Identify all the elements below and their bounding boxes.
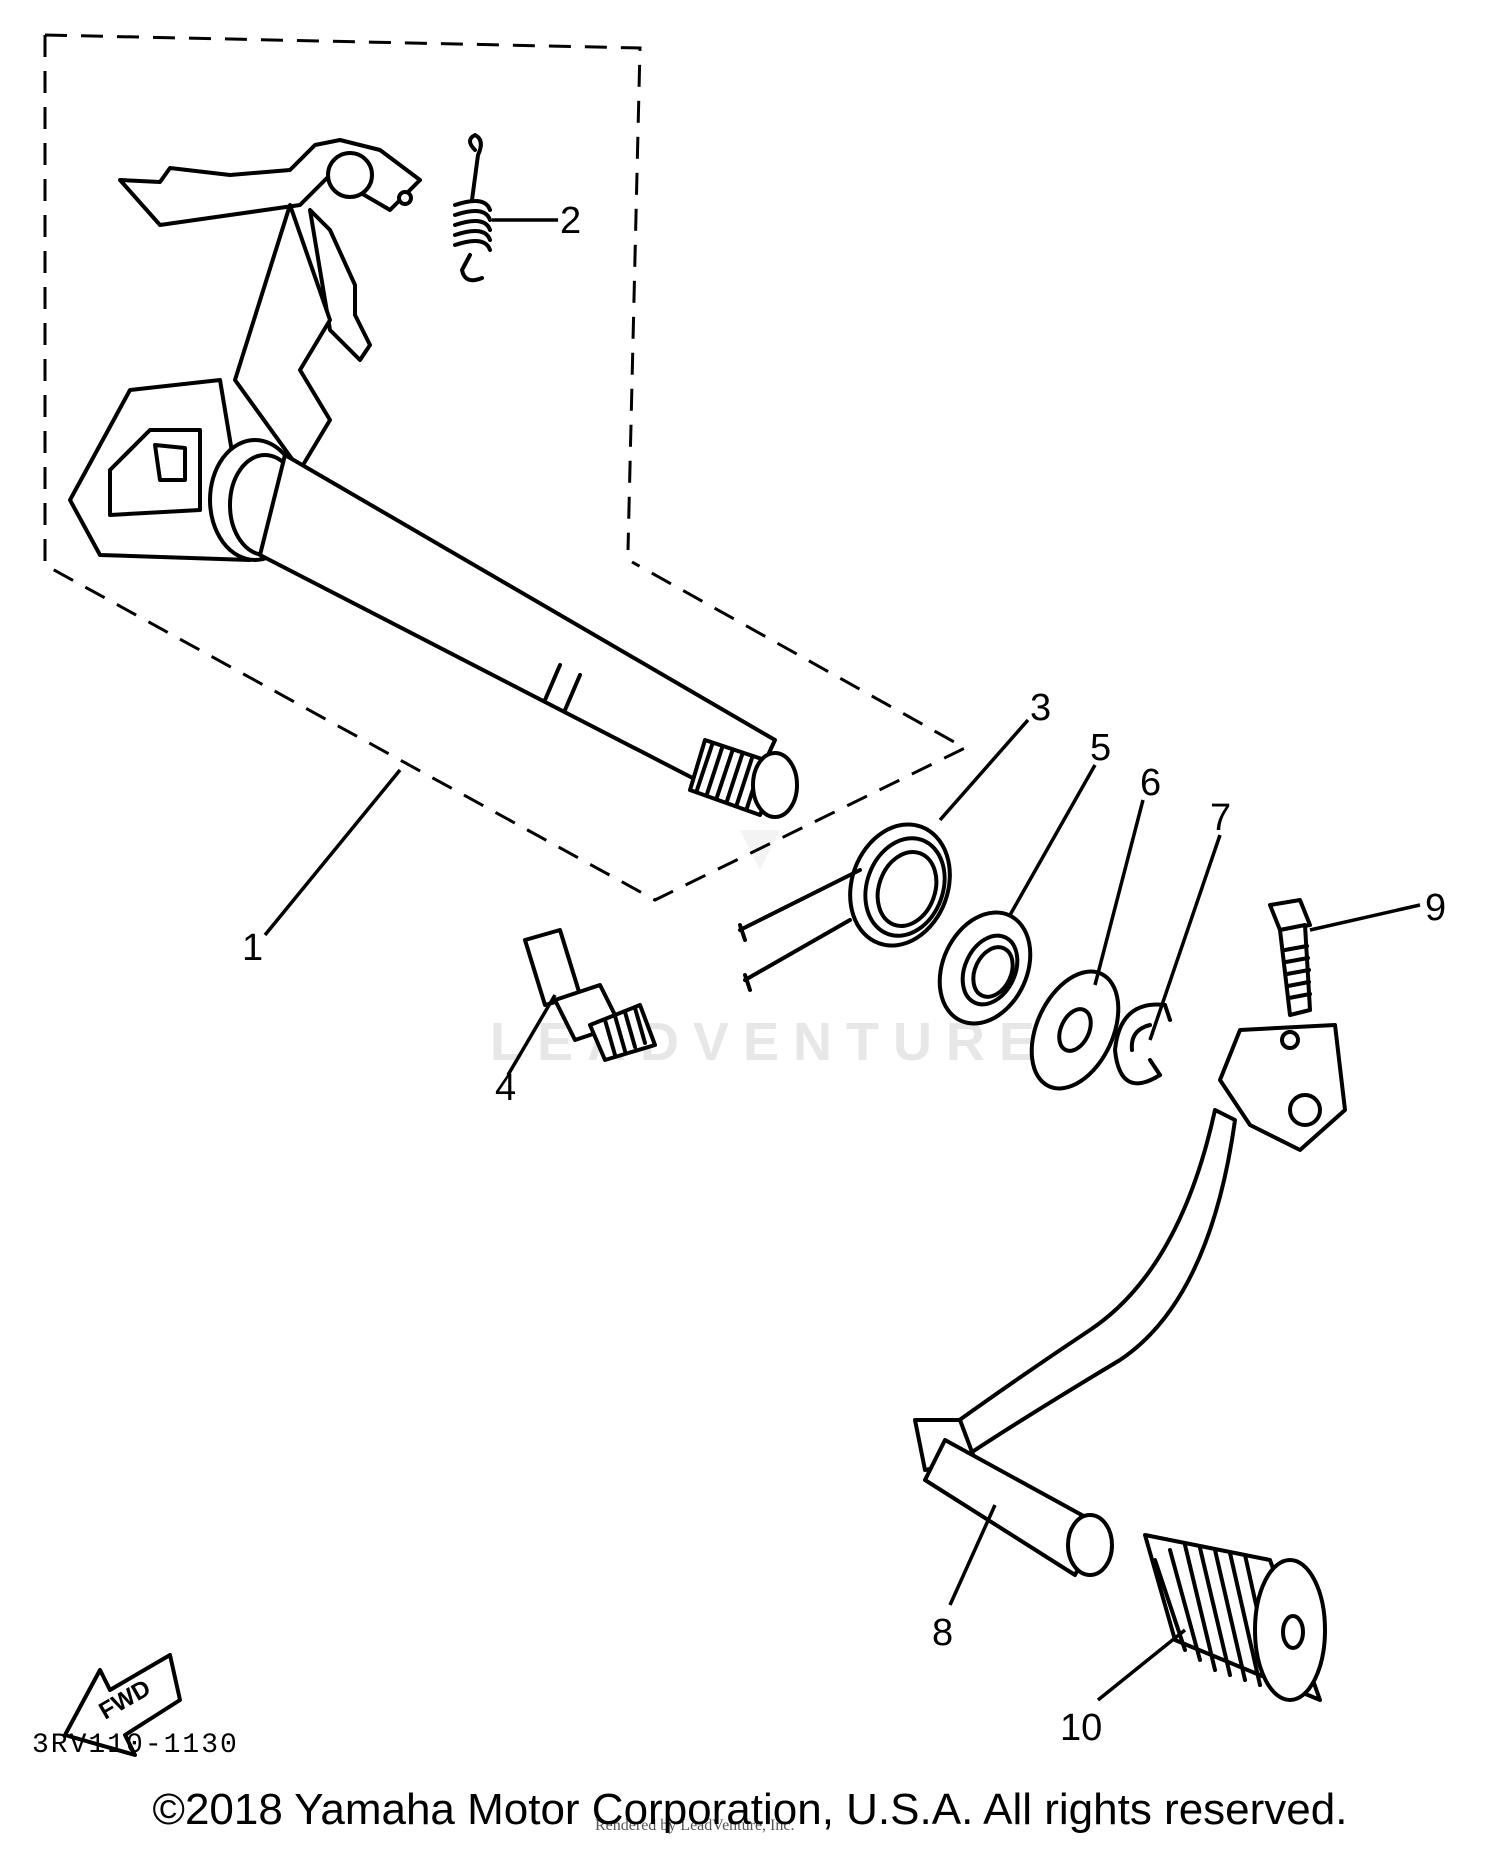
rendered-by-text: Rendered by LeadVenture, Inc.	[595, 1817, 794, 1834]
part-7-circlip	[1113, 1002, 1172, 1086]
leader-8	[948, 1504, 997, 1606]
leader-5	[1008, 764, 1097, 916]
callout-9: 9	[1425, 887, 1446, 929]
leader-10	[1096, 1628, 1187, 1702]
part-4-stud-bolt	[523, 928, 657, 1062]
callout-6: 6	[1140, 762, 1161, 804]
part-1-shift-shaft	[68, 138, 799, 819]
part-10-pedal-rubber	[1143, 1533, 1327, 1702]
part-5-oil-seal	[937, 910, 1033, 1026]
callout-2: 2	[560, 200, 581, 242]
assembly-boundary	[43, 33, 969, 902]
callout-10: 10	[1060, 1707, 1102, 1749]
callout-8: 8	[932, 1612, 953, 1654]
leader-1	[263, 768, 402, 937]
callout-7: 7	[1210, 797, 1231, 839]
leader-6	[1093, 799, 1145, 986]
forward-arrow-icon: FWD	[63, 1653, 182, 1757]
callout-1: 1	[242, 927, 263, 969]
leader-7	[1148, 834, 1222, 1041]
drawing-code: 3RV110-1130	[32, 1730, 239, 1761]
leader-4	[506, 994, 557, 1076]
part-6-washer	[1029, 969, 1121, 1091]
part-3-torsion-spring	[738, 822, 952, 992]
callout-4: 4	[495, 1067, 516, 1109]
part-2-spring	[453, 133, 492, 283]
callout-3: 3	[1030, 687, 1051, 729]
leader-9	[1309, 903, 1421, 932]
copyright-notice: ©2018 Yamaha Motor Corporation, U.S.A. A…	[152, 1785, 1348, 1834]
part-8-shift-pedal	[913, 1023, 1347, 1577]
part-9-bolt	[1268, 898, 1312, 1017]
leader-3	[938, 718, 1030, 822]
callout-5: 5	[1090, 727, 1111, 769]
